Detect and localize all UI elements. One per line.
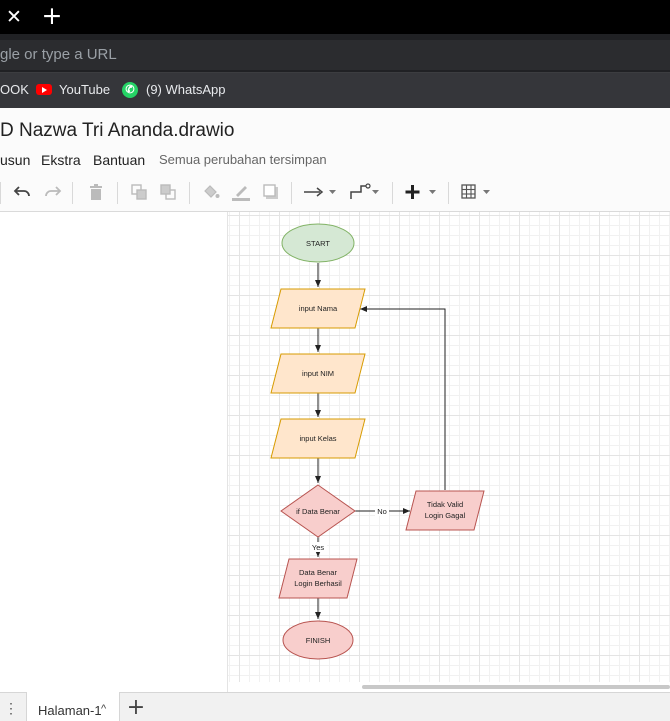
shadow-icon[interactable] <box>261 180 281 204</box>
horizontal-scrollbar[interactable] <box>362 685 670 689</box>
close-tab-icon[interactable]: ✕ <box>6 6 22 28</box>
browser-tab-strip <box>0 0 670 34</box>
delete-icon[interactable] <box>87 180 105 204</box>
save-status: Semua perubahan tersimpan <box>159 152 327 167</box>
login-failed-node[interactable] <box>405 490 485 531</box>
login-success-node[interactable] <box>278 558 358 599</box>
whatsapp-icon[interactable]: ✆ <box>122 82 138 98</box>
toolbar-separator <box>0 182 1 204</box>
menu-susun[interactable]: usun <box>0 152 31 168</box>
toolbar-separator <box>291 182 292 204</box>
page-tab-label[interactable]: Halaman-1 <box>38 703 102 718</box>
table-icon[interactable] <box>461 180 495 204</box>
toolbar <box>0 172 670 212</box>
waypoint-icon[interactable] <box>349 180 383 204</box>
to-front-icon[interactable] <box>129 180 149 204</box>
app-header <box>0 108 670 172</box>
toolbar-separator <box>72 182 73 204</box>
decision-node[interactable] <box>280 484 356 538</box>
to-back-icon[interactable] <box>158 180 178 204</box>
input-nama-node[interactable] <box>270 288 366 329</box>
redo-icon[interactable] <box>43 180 63 204</box>
bookmark-item-youtube[interactable]: YouTube <box>59 82 111 97</box>
toolbar-separator <box>448 182 449 204</box>
bookmark-item-ook[interactable]: OOK <box>0 82 29 97</box>
input-kelas-node[interactable] <box>270 418 366 459</box>
page-tab-caret-icon[interactable]: ^ <box>101 703 107 715</box>
bookmarks-bar <box>0 72 670 108</box>
menu-bantuan[interactable]: Bantuan <box>93 152 146 168</box>
toolbar-separator <box>392 182 393 204</box>
finish-terminator[interactable] <box>282 620 354 660</box>
youtube-icon[interactable] <box>36 84 52 95</box>
omnibox-placeholder[interactable]: gle or type a URL <box>0 46 117 63</box>
fill-color-icon[interactable] <box>200 180 222 204</box>
input-nim-node[interactable] <box>270 353 366 394</box>
new-tab-button[interactable]: + <box>41 1 63 30</box>
toolbar-separator <box>189 182 190 204</box>
omnibox[interactable] <box>0 40 670 70</box>
shapes-sidebar[interactable] <box>0 212 228 692</box>
toolbar-separator <box>117 182 118 204</box>
pages-menu-icon[interactable]: ⋮ <box>4 700 18 716</box>
page-tab[interactable] <box>26 692 120 721</box>
add-page-button[interactable]: + <box>126 695 146 720</box>
bookmark-item-whatsapp[interactable]: (9) WhatsApp <box>146 82 226 97</box>
connection-arrow-icon[interactable] <box>303 180 339 204</box>
document-title[interactable]: D Nazwa Tri Ananda.drawio <box>0 120 235 141</box>
line-color-icon[interactable] <box>230 180 252 204</box>
menu-ekstra[interactable]: Ekstra <box>41 152 81 168</box>
insert-plus-icon[interactable] <box>405 180 439 204</box>
undo-icon[interactable] <box>12 180 32 204</box>
start-terminator[interactable] <box>281 223 355 263</box>
